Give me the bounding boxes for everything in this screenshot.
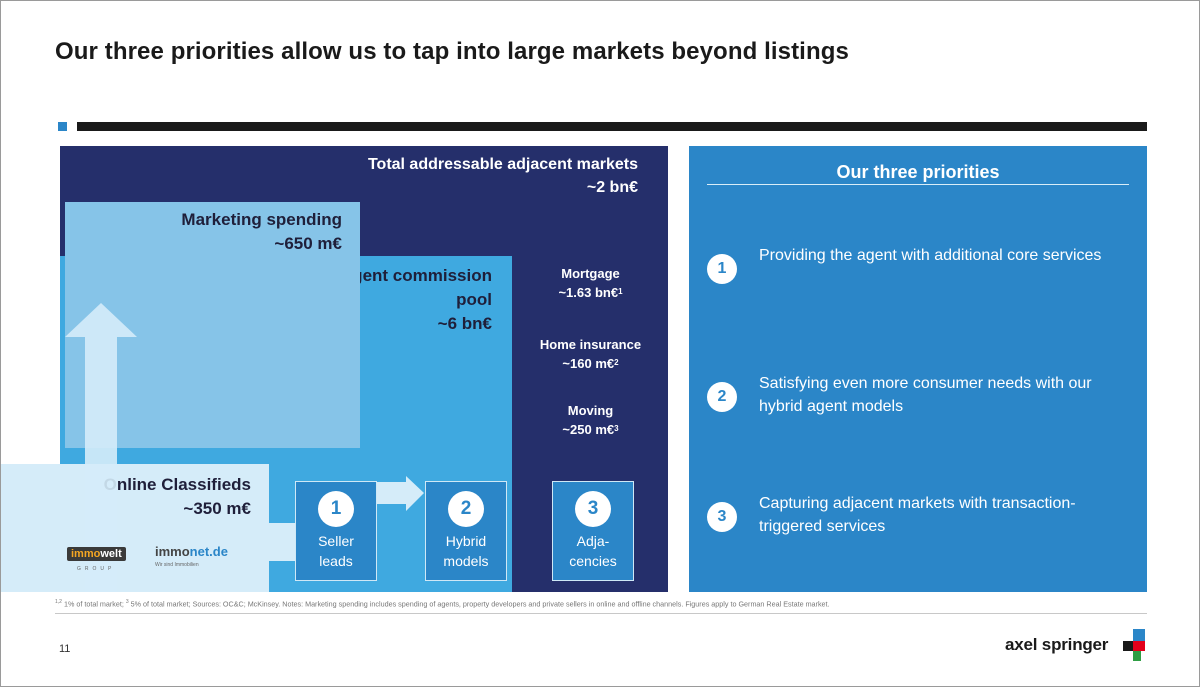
- priority-text: Satisfying even more consumer needs with…: [759, 375, 1092, 415]
- immonet-wordmark: immonet.de: [155, 544, 228, 559]
- adjacency-value: ~1.63 bn€: [558, 285, 619, 300]
- immowelt-wordmark-b: welt: [100, 548, 122, 560]
- axel-springer-logo: axel springer: [1005, 629, 1147, 665]
- adjacency-footnote-ref: 1: [618, 287, 623, 296]
- agent-commission-value: ~6 bn€: [437, 314, 492, 333]
- footnote: 1,2 1% of total market; 3 5% of total ma…: [55, 599, 830, 608]
- priority-number-circle: 2: [707, 382, 737, 412]
- priority-number-circle: 1: [707, 254, 737, 284]
- priority-box-label-line1: Hybrid: [445, 533, 487, 549]
- footer-divider: [55, 613, 1147, 614]
- priority-number-badge: 1: [318, 491, 354, 527]
- priority-box-label-line1: Seller: [318, 533, 354, 549]
- adjacency-value-line: ~1.63 bn€1: [513, 283, 668, 302]
- priority-number-circle: 3: [707, 502, 737, 532]
- priority-box-label: Adja- cencies: [553, 531, 633, 571]
- immowelt-wordmark-a: immo: [71, 548, 101, 560]
- priority-box-label-line1: Adja-: [576, 533, 610, 549]
- immowelt-logo: immowelt GROUP: [67, 544, 126, 572]
- immowelt-group-text: GROUP: [77, 566, 116, 572]
- tam-label: Total addressable adjacent markets ~2 bn…: [368, 153, 638, 199]
- priority-box-label: Hybrid models: [426, 531, 506, 571]
- priority-number-badge: 3: [575, 491, 611, 527]
- adjacency-moving: Moving ~250 m€3: [513, 401, 668, 439]
- priority-box-label-line2: models: [443, 553, 489, 569]
- marketing-spending-title: Marketing spending: [181, 210, 342, 229]
- adjacency-name: Home insurance: [539, 337, 642, 352]
- online-classifieds-value: ~350 m€: [183, 499, 251, 518]
- immonet-tagline: Wir sind Immobilien: [155, 562, 199, 568]
- footnote-ref-3: 3: [125, 599, 129, 605]
- page-number: 11: [59, 643, 71, 655]
- priorities-panel-title: Our three priorities: [836, 162, 1000, 182]
- adjacency-mortgage: Mortgage ~1.63 bn€1: [513, 264, 668, 302]
- priorities-panel-divider: [707, 184, 1129, 185]
- agent-commission-title-2: pool: [456, 290, 492, 309]
- footnote-text-2: 5% of total market; Sources: OC&C; McKin…: [128, 599, 830, 609]
- online-classifieds-block: Online Classifieds ~350 m€: [1, 464, 269, 592]
- adjacency-footnote-ref: 3: [614, 424, 619, 433]
- footnote-ref-1-2: 1,2: [55, 599, 62, 605]
- marketing-spending-label: Marketing spending ~650 m€: [181, 208, 342, 256]
- adjacency-name: Moving: [567, 403, 614, 418]
- immonet-wordmark-a: immo: [155, 544, 190, 559]
- priority-box-label: Seller leads: [296, 531, 376, 571]
- priority-box-seller-leads: 1 Seller leads: [295, 481, 377, 581]
- priority-item-1: 1 Providing the agent with additional co…: [707, 244, 1137, 304]
- priority-text: Capturing adjacent markets with transact…: [759, 495, 1076, 535]
- marketing-spending-block: Marketing spending ~650 m€: [65, 202, 360, 448]
- tam-title: Total addressable adjacent markets: [367, 156, 638, 173]
- slide-title: Our three priorities allow us to tap int…: [55, 38, 849, 65]
- adjacency-value: ~160 m€: [562, 356, 615, 371]
- priority-item-2: 2 Satisfying even more consumer needs wi…: [707, 372, 1137, 432]
- priority-number-badge: 2: [448, 491, 484, 527]
- axel-springer-wordmark: axel springer: [1005, 635, 1109, 654]
- adjacency-name: Mortgage: [561, 266, 620, 281]
- priority-box-hybrid-models: 2 Hybrid models: [425, 481, 507, 581]
- title-accent-square: [58, 122, 67, 131]
- title-underline-bar: [77, 122, 1147, 131]
- priority-box-adjacencies: 3 Adja- cencies: [552, 481, 634, 581]
- agent-commission-label: Agent commission pool ~6 bn€: [262, 264, 492, 336]
- adjacency-value: ~250 m€: [562, 422, 615, 437]
- adjacency-footnote-ref: 2: [614, 358, 619, 367]
- priorities-panel: Our three priorities 1 Providing the age…: [689, 146, 1147, 592]
- immowelt-wordmark: immowelt: [67, 547, 126, 561]
- footnote-text-1: 1% of total market;: [61, 599, 126, 609]
- priority-box-label-line2: leads: [319, 553, 353, 569]
- priority-text: Providing the agent with additional core…: [759, 247, 1102, 264]
- marketing-spending-value: ~650 m€: [274, 234, 342, 253]
- immonet-logo: immonet.de Wir sind Immobilien: [155, 543, 228, 568]
- tam-value: ~2 bn€: [586, 179, 638, 196]
- immonet-wordmark-b: net.de: [189, 544, 228, 559]
- adjacency-value-line: ~160 m€2: [513, 354, 668, 373]
- adjacency-value-line: ~250 m€3: [513, 420, 668, 439]
- axel-springer-mark-icon: [1123, 629, 1145, 665]
- priority-item-3: 3 Capturing adjacent markets with transa…: [707, 492, 1137, 552]
- priority-box-label-line2: cencies: [569, 553, 617, 569]
- agent-commission-title-1: Agent commission: [339, 266, 492, 285]
- online-classifieds-title: Online Classifieds: [103, 475, 251, 494]
- online-classifieds-label: Online Classifieds ~350 m€: [104, 473, 251, 521]
- adjacency-home-insurance: Home insurance ~160 m€2: [513, 335, 668, 373]
